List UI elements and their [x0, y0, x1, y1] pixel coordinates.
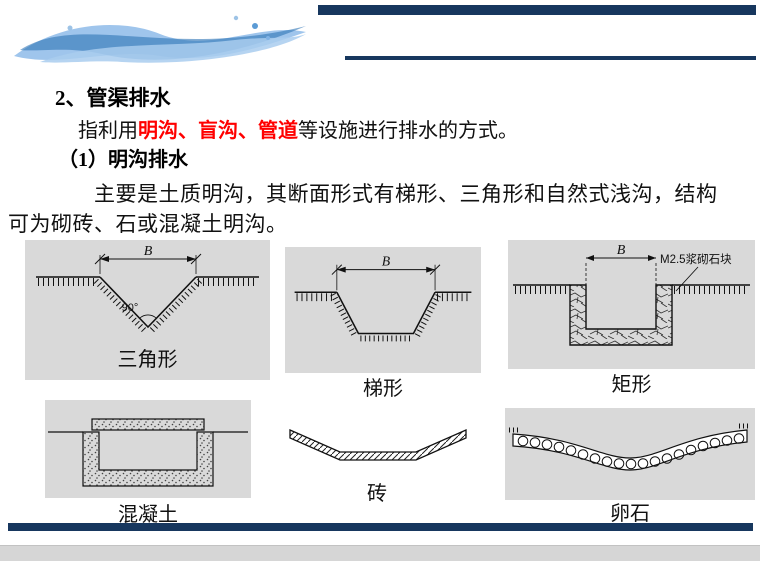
- dimension-label-b: B: [382, 254, 391, 269]
- rectangular-ditch-drawing: B M2.5浆砌石块: [513, 243, 750, 346]
- top-accent-bar: [318, 5, 756, 15]
- intro-suffix: 等设施进行排水的方式。: [298, 120, 518, 142]
- intro-text: 指利用明沟、盲沟、管道等设施进行排水的方式。: [78, 114, 518, 143]
- cobble-ditch-drawing: [509, 423, 751, 471]
- triangular-ditch-drawing: B 90°: [36, 244, 259, 333]
- diagram-panel-concrete: [45, 400, 251, 498]
- intro-highlight: 明沟、盲沟、管道: [138, 120, 298, 142]
- concrete-ditch-drawing: [48, 418, 248, 487]
- diagram-panel-trapezoid: B: [285, 247, 481, 373]
- body-text-line1: 主要是土质明沟，其断面形式有梯形、三角形和自然式浅沟，结构: [94, 182, 718, 206]
- diagram-caption-concrete: 混凝土: [118, 504, 178, 526]
- intro-prefix: 指利用: [78, 120, 138, 142]
- diagram-caption-brick: 砖: [367, 483, 387, 505]
- brick-ditch-drawing: [289, 429, 467, 461]
- water-splash-graphic: [14, 15, 306, 63]
- diagram-caption-rectangular: 矩形: [611, 374, 652, 396]
- section-heading: （1）明沟排水: [58, 149, 188, 171]
- diagram-panel-triangular: B 90° 三角形: [25, 240, 270, 380]
- header-divider-line: [345, 56, 756, 60]
- diagram-panel-cobble: [505, 408, 755, 500]
- body-text-line2: 可为砌砖、石或混凝土明沟。: [8, 212, 288, 236]
- dimension-label-b: B: [144, 244, 153, 259]
- trapezoid-ditch-drawing: B: [294, 254, 472, 342]
- dimension-label-b: B: [617, 243, 626, 258]
- diagram-caption-trapezoid: 梯形: [363, 378, 403, 400]
- diagram-panel-rectangular: B M2.5浆砌石块: [508, 240, 755, 369]
- bottom-accent-bar: [8, 523, 753, 531]
- angle-label-90: 90°: [122, 302, 139, 314]
- masonry-note-label: M2.5浆砌石块: [660, 252, 732, 266]
- diagram-panel-brick: [282, 424, 472, 474]
- footer-strip: [0, 545, 760, 561]
- diagram-caption-triangular: 三角形: [117, 349, 178, 371]
- slide-title: 2、管渠排水: [55, 86, 171, 110]
- water-splash-image: [10, 4, 310, 76]
- diagram-caption-cobble: 卵石: [610, 503, 650, 525]
